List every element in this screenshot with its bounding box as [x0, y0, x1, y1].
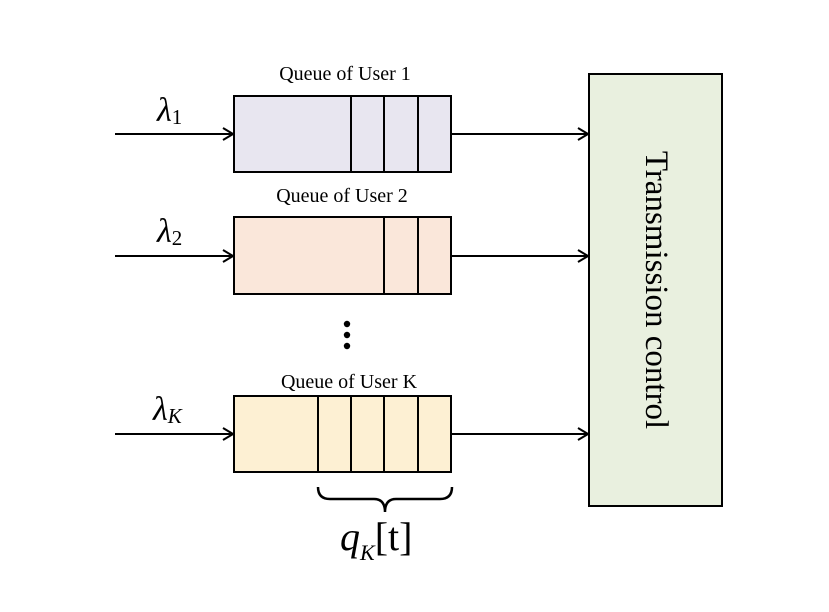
queue-user-2: Queue of User 2 λ2: [115, 185, 588, 295]
queue-length-brace: [316, 486, 454, 513]
queue-buffer-user-k: [233, 395, 452, 473]
vertical-ellipsis: [343, 320, 351, 350]
lambda-subscript: K: [167, 404, 183, 428]
arrival-rate-user-k: λK: [152, 391, 183, 428]
lambda-symbol: λ: [152, 391, 168, 428]
arrival-rate-user-1: λ1: [156, 92, 182, 129]
queue-length-argument: [t]: [375, 514, 413, 559]
queue-user-k: Queue of User K λK: [115, 371, 588, 473]
lambda-symbol: λ: [156, 213, 172, 250]
queue-user-1-label: Queue of User 1: [279, 63, 411, 85]
ellipsis-dot: [343, 320, 351, 328]
ellipsis-dot: [343, 342, 351, 350]
lambda-subscript: 2: [172, 226, 183, 250]
transmission-control-box: [588, 73, 723, 507]
arrival-rate-user-2: λ2: [156, 213, 182, 250]
queue-user-2-label: Queue of User 2: [276, 185, 408, 207]
queue-length-symbol: q: [340, 514, 360, 559]
transmission-control-block: Transmission control: [588, 73, 723, 507]
ellipsis-dot: [343, 331, 351, 339]
queue-user-1: Queue of User 1 λ1: [115, 63, 588, 173]
queue-user-k-label: Queue of User K: [281, 371, 418, 393]
lambda-symbol: λ: [156, 92, 172, 129]
lambda-subscript: 1: [172, 105, 183, 129]
queue-length-subscript: K: [359, 540, 376, 565]
queue-length-label: qK[t]: [340, 514, 412, 565]
transmission-control-label: Transmission control: [638, 151, 674, 429]
